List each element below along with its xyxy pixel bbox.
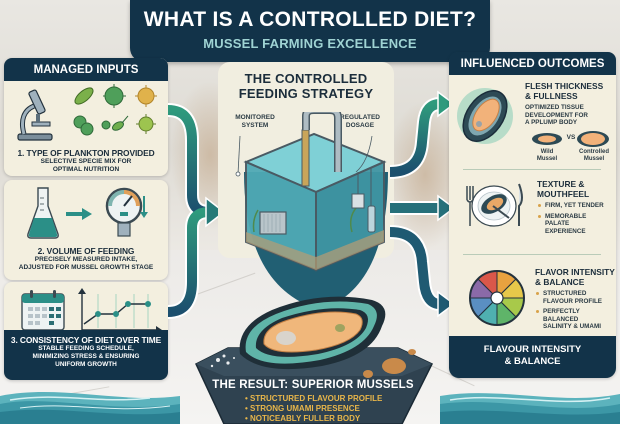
flask-icon bbox=[27, 187, 59, 239]
result-bullet: STRONG UMAMI PRESENCE bbox=[245, 404, 395, 414]
influenced-outcomes-heading: INFLUENCED OUTCOMES bbox=[449, 52, 616, 75]
water-waves bbox=[0, 392, 620, 424]
arrow-right-icon bbox=[66, 208, 92, 220]
page-title: WHAT IS A CONTROLLED DIET? bbox=[143, 8, 477, 31]
callout-leader-lines bbox=[235, 136, 373, 177]
bullet-item: FIRM, YET TENDER bbox=[537, 202, 615, 210]
divider bbox=[463, 169, 601, 170]
input-description: SELECTIVE SPECIE MIX FOR bbox=[40, 158, 132, 165]
controlled-mussel-label: Controlled Mussel bbox=[573, 149, 615, 163]
divider bbox=[463, 254, 601, 255]
outcome-title: MOUTHFEEL bbox=[537, 188, 590, 199]
microscope-icon bbox=[17, 89, 53, 141]
outcome-title: & BALANCE bbox=[535, 276, 585, 287]
vs-label: VS bbox=[566, 134, 576, 141]
input-card-plankton: MANAGED INPUTS 1. TYPE OF PLANKTON PROVI… bbox=[4, 58, 168, 176]
input-description: MINIMIZING STRESS & ENSURING bbox=[32, 353, 140, 360]
result-bullet: STRUCTURED FLAVOUR PROFILE bbox=[245, 394, 395, 404]
input-description: UNIFORM GROWTH bbox=[55, 361, 117, 368]
input-card-volume: 2. VOLUME OF FEEDING PRECISELY MEASURED … bbox=[4, 180, 168, 280]
regulated-dosage-callout: REGULATED DOSAGE bbox=[332, 114, 388, 130]
outcome-title: TEXTURE & bbox=[537, 179, 585, 189]
result-bullet: NOTICEABLY FULLER BODY bbox=[245, 414, 395, 424]
flavor-wheel-icon bbox=[469, 270, 525, 326]
outcome-description: DEVELOPMENT FOR bbox=[525, 111, 588, 119]
outcome-bullets: STRUCTURED FLAVOUR PROFILE PERFECTLY BAL… bbox=[535, 290, 615, 331]
monitored-system-callout: MONITORED SYSTEM bbox=[230, 114, 280, 130]
outcome-title: FLAVOR INTENSITY bbox=[535, 267, 615, 277]
converging-arrow-icon bbox=[167, 103, 224, 319]
outcome-title: & FULLNESS bbox=[525, 90, 578, 101]
bullet-item: PERFECTLY BALANCED SALINITY & UMAMI bbox=[535, 308, 607, 331]
mussel-icon bbox=[457, 88, 513, 144]
managed-inputs-heading: MANAGED INPUTS bbox=[4, 58, 168, 81]
callout-text: DOSAGE bbox=[345, 122, 375, 129]
line-graph-icon bbox=[78, 288, 162, 334]
outcome-description: A PPLUMP BODY bbox=[525, 119, 578, 126]
input-title: 2. VOLUME OF FEEDING bbox=[37, 246, 135, 256]
result-bullets: STRUCTURED FLAVOUR PROFILE STRONG UMAMI … bbox=[245, 394, 395, 424]
title-banner: WHAT IS A CONTROLLED DIET? MUSSEL FARMIN… bbox=[130, 0, 490, 62]
diverging-arrows-icon bbox=[390, 90, 454, 318]
callout-text: SYSTEM bbox=[241, 122, 269, 129]
footer-text: FLAVOUR INTENSITY bbox=[483, 344, 582, 355]
plankton-icon bbox=[73, 84, 157, 136]
input-card-consistency: 3. CONSISTENCY OF DIET OVER TIME STABLE … bbox=[4, 282, 168, 380]
input-description: ADJUSTED FOR MUSSEL GROWTH STAGE bbox=[18, 264, 154, 271]
input-description: STABLE FEEDING SCHEDULE, bbox=[38, 345, 134, 352]
plate-fork-knife-icon bbox=[466, 183, 523, 227]
footer-text: & BALANCE bbox=[504, 356, 561, 367]
outcome-bullets: FIRM, YET TENDER MEMORABLE PALATE EXPERI… bbox=[537, 202, 615, 235]
outcomes-footer: FLAVOUR INTENSITY & BALANCE bbox=[449, 336, 616, 378]
label-text: Wild bbox=[540, 149, 554, 155]
label-text: Controlled bbox=[579, 149, 609, 155]
gauge-icon bbox=[105, 187, 148, 237]
calendar-icon bbox=[21, 290, 65, 331]
wild-vs-controlled-mussel-icon bbox=[532, 131, 609, 147]
strategy-title: THE CONTROLLED FEEDING STRATEGY bbox=[218, 71, 394, 101]
input-description: OPTIMAL NUTRITION bbox=[52, 166, 120, 173]
mussel-icon bbox=[239, 296, 386, 370]
outcome-flavor: FLAVOR INTENSITY & BALANCE STRUCTURED FL… bbox=[535, 267, 615, 331]
input-title: 1. TYPE OF PLANKTON PROVIDED bbox=[17, 148, 155, 158]
outcome-texture: TEXTURE & MOUTHFEEL FIRM, YET TENDER MEM… bbox=[537, 179, 615, 235]
consistency-footer: 3. CONSISTENCY OF DIET OVER TIME STABLE … bbox=[4, 330, 168, 380]
callout-text: MONITORED bbox=[235, 114, 275, 121]
result-title: THE RESULT: SUPERIOR MUSSELS bbox=[212, 379, 414, 391]
bullet-item: MEMORABLE PALATE EXPERIENCE bbox=[537, 213, 597, 236]
input-title: 3. CONSISTENCY OF DIET OVER TIME bbox=[10, 335, 162, 345]
influenced-outcomes-panel: INFLUENCED OUTCOMES FLESH THICKNESS & FU… bbox=[449, 52, 616, 378]
callout-text: REGULATED bbox=[340, 114, 380, 121]
aquarium-tank-icon bbox=[243, 112, 388, 322]
outcome-title: FLESH THICKNESS bbox=[525, 81, 604, 91]
strategy-title-line: FEEDING STRATEGY bbox=[238, 86, 374, 101]
outcome-description: OPTIMIZED TISSUE bbox=[525, 104, 584, 111]
strategy-title-line: THE CONTROLLED bbox=[244, 71, 368, 86]
label-text: Mussel bbox=[583, 156, 605, 162]
bullet-item: STRUCTURED FLAVOUR PROFILE bbox=[535, 290, 607, 305]
page-subtitle: MUSSEL FARMING EXCELLENCE bbox=[203, 36, 417, 51]
input-description: PRECISELY MEASURED INTAKE, bbox=[34, 256, 138, 263]
managed-inputs-panel: MANAGED INPUTS 1. TYPE OF PLANKTON PROVI… bbox=[4, 58, 168, 380]
label-text: Mussel bbox=[536, 156, 558, 162]
outcome-flesh: FLESH THICKNESS & FULLNESS OPTIMIZED TIS… bbox=[525, 81, 613, 127]
wild-mussel-label: Wild Mussel bbox=[529, 149, 565, 163]
